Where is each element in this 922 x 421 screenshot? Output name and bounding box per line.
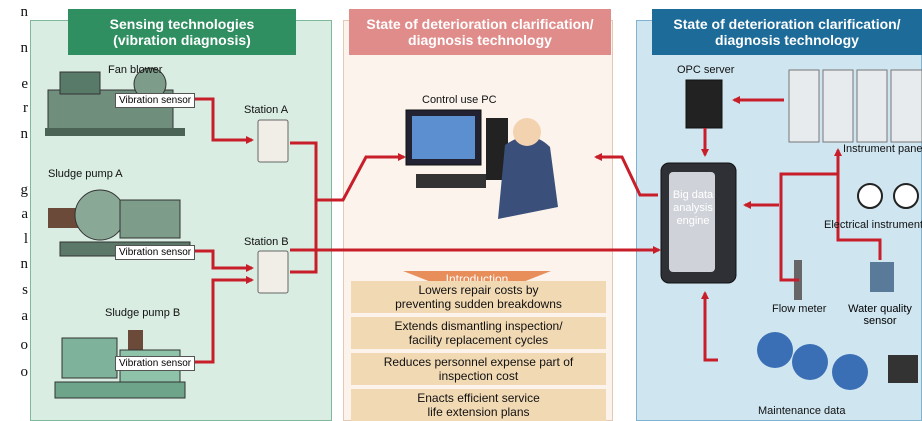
water-quality-line-1: Water quality (848, 303, 912, 315)
sensing-header-line-2: (vibration diagnosis) (113, 32, 251, 48)
text-fragment: n (20, 126, 29, 142)
fan-blower-illustration (45, 67, 185, 136)
effect-line: Lowers repair costs by (418, 283, 539, 297)
vibration-sensor-label: Vibration sensor (115, 245, 196, 260)
big-data-line-2: analysis engine (673, 202, 713, 227)
analysis-header: State of deterioration clarification/ di… (652, 9, 922, 55)
text-fragment: e (21, 76, 28, 92)
effect-line: life extension plans (427, 405, 530, 419)
text-fragment: s (22, 282, 28, 298)
station-a-box (257, 119, 289, 163)
station-b-label: Station B (244, 236, 289, 248)
flow-meter-label: Flow meter (772, 303, 827, 315)
text-fragment: n (20, 4, 29, 20)
effect-line: Enacts efficient service (417, 391, 540, 405)
effect-item: Extends dismantling inspection/ facility… (351, 317, 606, 349)
water-quality-sensor-icon (870, 262, 894, 292)
diagnosis-header: State of deterioration clarification/ di… (349, 9, 611, 55)
opc-server-icon (685, 79, 723, 129)
effect-line: preventing sudden breakdowns (395, 297, 562, 311)
cut-off-text-column: n n e r n g a l n s a o o (0, 0, 29, 421)
effect-item: Lowers repair costs by preventing sudden… (351, 281, 606, 313)
maintenance-operators-illustration (757, 332, 918, 390)
text-fragment: a (21, 206, 28, 222)
sludge-pump-b-label: Sludge pump B (105, 307, 181, 319)
big-data-label: Big data analysis engine (664, 189, 722, 228)
effect-item: Reduces personnel expense part of inspec… (351, 353, 606, 385)
text-fragment: g (20, 182, 29, 198)
big-data-engine-illustration (660, 162, 737, 284)
analysis-header-line-2: diagnosis technology (715, 32, 859, 48)
opc-server-label: OPC server (677, 64, 735, 76)
text-fragment: a (21, 308, 28, 324)
effect-line: facility replacement cycles (408, 333, 549, 347)
analysis-header-line-1: State of deterioration clarification/ (673, 16, 901, 32)
control-pc-label: Control use PC (422, 94, 497, 106)
diagnosis-header-line-1: State of deterioration clarification/ (366, 16, 594, 32)
instrument-panel-label: Instrument panel (843, 143, 922, 155)
instrument-panel-illustration (788, 69, 922, 143)
text-fragment: n (20, 40, 29, 56)
control-pc-illustration (405, 109, 558, 219)
water-quality-label: Water quality sensor (840, 303, 920, 327)
fan-blower-label: Fan blower (108, 64, 163, 76)
text-fragment: n (20, 256, 29, 272)
text-fragment: r (23, 100, 28, 116)
effect-item: Enacts efficient service life extension … (351, 389, 606, 421)
effect-line: Reduces personnel expense part of (383, 355, 574, 369)
vibration-sensor-label: Vibration sensor (115, 356, 196, 371)
sludge-pump-b-illustration (54, 330, 186, 399)
water-quality-line-2: sensor (863, 315, 897, 327)
electrical-instruments-label: Electrical instruments (824, 219, 922, 231)
diagnosis-header-line-2: diagnosis technology (408, 32, 552, 48)
text-fragment: o (20, 337, 29, 353)
big-data-line-1: Big data (672, 189, 714, 201)
sludge-pump-a-label: Sludge pump A (48, 168, 123, 180)
effect-line: Extends dismantling inspection/ (394, 319, 563, 333)
station-a-label: Station A (244, 104, 289, 116)
sensing-header-line-1: Sensing technologies (109, 16, 255, 32)
text-fragment: o (20, 364, 29, 380)
sensing-header: Sensing technologies (vibration diagnosi… (68, 9, 296, 55)
electrical-instruments-icons (857, 183, 919, 209)
effect-line: inspection cost (438, 369, 519, 383)
vibration-sensor-label: Vibration sensor (115, 93, 196, 108)
text-fragment: l (23, 231, 28, 247)
maintenance-data-label: Maintenance data (758, 405, 846, 417)
station-b-box (257, 250, 289, 294)
